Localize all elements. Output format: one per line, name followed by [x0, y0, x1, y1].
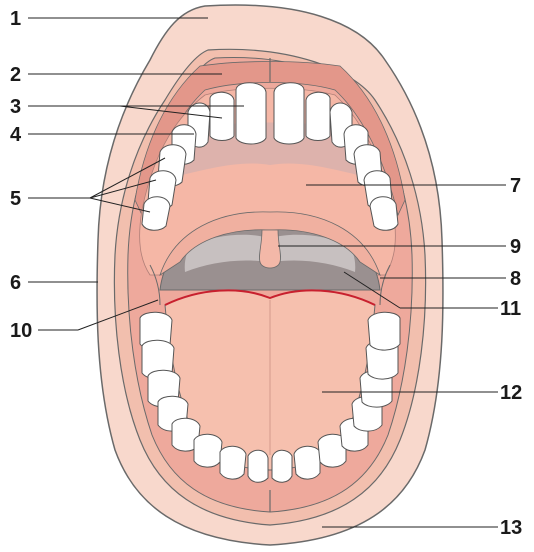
label-11: 11	[500, 298, 521, 320]
label-12: 12	[500, 382, 522, 404]
tooth	[236, 83, 266, 144]
uvula	[259, 230, 280, 268]
label-9: 9	[510, 236, 521, 258]
label-8: 8	[510, 268, 521, 290]
tooth	[294, 446, 320, 479]
label-2: 2	[10, 64, 21, 86]
label-6: 6	[10, 272, 21, 294]
label-13: 13	[500, 517, 522, 539]
label-7: 7	[510, 175, 521, 197]
tooth	[248, 450, 268, 482]
tooth	[306, 92, 330, 140]
tooth	[370, 197, 398, 231]
tooth	[210, 92, 234, 140]
tooth	[142, 197, 170, 231]
tooth	[220, 446, 246, 479]
tooth	[194, 434, 222, 467]
label-5: 5	[10, 188, 21, 210]
label-10: 10	[10, 320, 32, 342]
tooth	[274, 83, 304, 144]
label-4: 4	[10, 124, 22, 146]
tooth	[368, 312, 400, 350]
tooth	[272, 450, 292, 482]
label-1: 1	[10, 8, 21, 30]
label-3: 3	[10, 96, 21, 118]
